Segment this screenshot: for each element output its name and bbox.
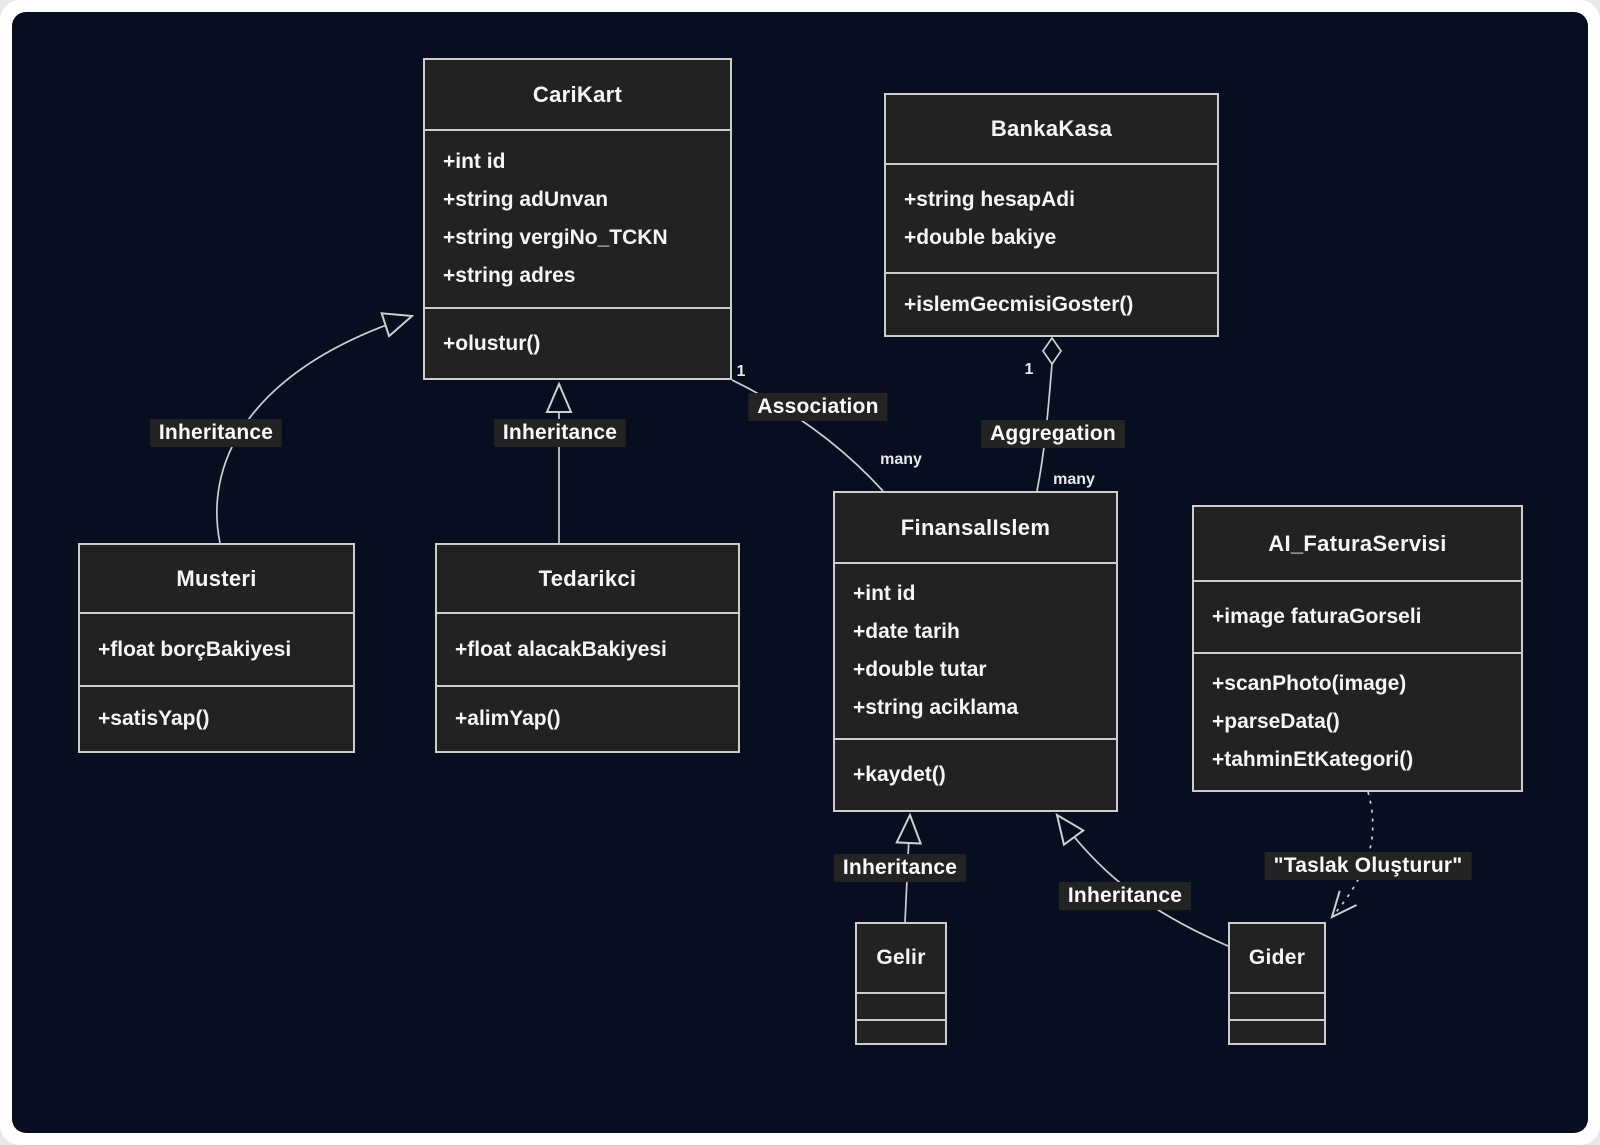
class-bankakasa[interactable]: BankaKasa +string hesapAdi +double bakiy… — [884, 93, 1219, 337]
empty-methods-compartment — [1230, 1019, 1324, 1043]
edge-label-inheritance: Inheritance — [833, 854, 967, 882]
attribute: +float borçBakiyesi — [98, 637, 292, 661]
attribute: +double tutar — [853, 658, 987, 681]
class-tedarikci[interactable]: Tedarikci +float alacakBakiyesi +alimYap… — [435, 543, 740, 753]
class-methods: +kaydet() — [835, 738, 1116, 810]
attribute: +string vergiNo_TCKN — [443, 226, 668, 249]
multiplicity-one: 1 — [1024, 361, 1034, 378]
class-title: Gider — [1248, 946, 1306, 969]
edge-label-inheritance: Inheritance — [493, 419, 627, 447]
attribute: +string aciklama — [853, 696, 1019, 719]
class-methods: +alimYap() — [437, 685, 738, 751]
empty-attributes-compartment — [857, 992, 945, 1019]
method: +alimYap() — [455, 707, 561, 730]
class-attributes: +int id +string adUnvan +string vergiNo_… — [425, 129, 730, 307]
class-title: Musteri — [176, 565, 257, 591]
class-carikart[interactable]: CariKart +int id +string adUnvan +string… — [423, 58, 732, 380]
method: +kaydet() — [853, 763, 946, 786]
edge-label-association: Association — [748, 393, 888, 421]
empty-attributes-compartment — [1230, 992, 1324, 1019]
method: +satisYap() — [98, 707, 210, 730]
class-methods: +islemGecmisiGoster() — [886, 272, 1217, 335]
attribute: +image faturaGorseli — [1212, 605, 1422, 628]
class-title: CariKart — [532, 81, 623, 107]
class-musteri[interactable]: Musteri +float borçBakiyesi +satisYap() — [78, 543, 355, 753]
method: +scanPhoto(image) — [1212, 672, 1407, 695]
attribute: +float alacakBakiyesi — [455, 637, 667, 661]
class-gider[interactable]: Gider — [1228, 922, 1326, 1045]
class-title: FinansalIslem — [900, 514, 1051, 540]
class-attributes: +string hesapAdi +double bakiye — [886, 163, 1217, 272]
method: +tahminEtKategori() — [1212, 748, 1414, 771]
class-attributes: +int id +date tarih +double tutar +strin… — [835, 562, 1116, 738]
class-methods: +satisYap() — [80, 685, 353, 751]
class-title: BankaKasa — [990, 116, 1113, 141]
multiplicity-many: many — [1053, 471, 1095, 488]
multiplicity-many: many — [880, 451, 922, 468]
attribute: +string adUnvan — [443, 188, 609, 211]
class-attributes: +float borçBakiyesi — [80, 612, 353, 685]
attribute: +date tarih — [853, 620, 960, 643]
class-methods: +olustur() — [425, 307, 730, 378]
edge-label-dependency-note: "Taslak Oluşturur" — [1264, 852, 1472, 880]
edge-label-inheritance: Inheritance — [1058, 882, 1192, 910]
attribute: +int id — [853, 582, 916, 605]
class-attributes: +image faturaGorseli — [1194, 580, 1521, 652]
attribute: +int id — [443, 150, 506, 173]
class-title: AI_FaturaServisi — [1268, 530, 1447, 556]
class-ai-fatura-servisi[interactable]: AI_FaturaServisi +image faturaGorseli +s… — [1192, 505, 1523, 792]
edge-label-inheritance: Inheritance — [149, 419, 283, 447]
edge-label-aggregation: Aggregation — [981, 420, 1125, 448]
attribute: +double bakiye — [904, 225, 1057, 249]
class-title: Tedarikci — [538, 565, 637, 591]
method: +olustur() — [443, 331, 541, 355]
class-title: Gelir — [876, 946, 926, 969]
method: +parseData() — [1212, 710, 1340, 733]
attribute: +string adres — [443, 264, 576, 287]
empty-methods-compartment — [857, 1019, 945, 1043]
attribute: +string hesapAdi — [904, 187, 1075, 211]
class-finansalislem[interactable]: FinansalIslem +int id +date tarih +doubl… — [833, 491, 1118, 812]
class-attributes: +float alacakBakiyesi — [437, 612, 738, 685]
method: +islemGecmisiGoster() — [904, 292, 1134, 316]
multiplicity-one: 1 — [736, 363, 746, 380]
class-gelir[interactable]: Gelir — [855, 922, 947, 1045]
class-methods: +scanPhoto(image) +parseData() +tahminEt… — [1194, 652, 1521, 790]
